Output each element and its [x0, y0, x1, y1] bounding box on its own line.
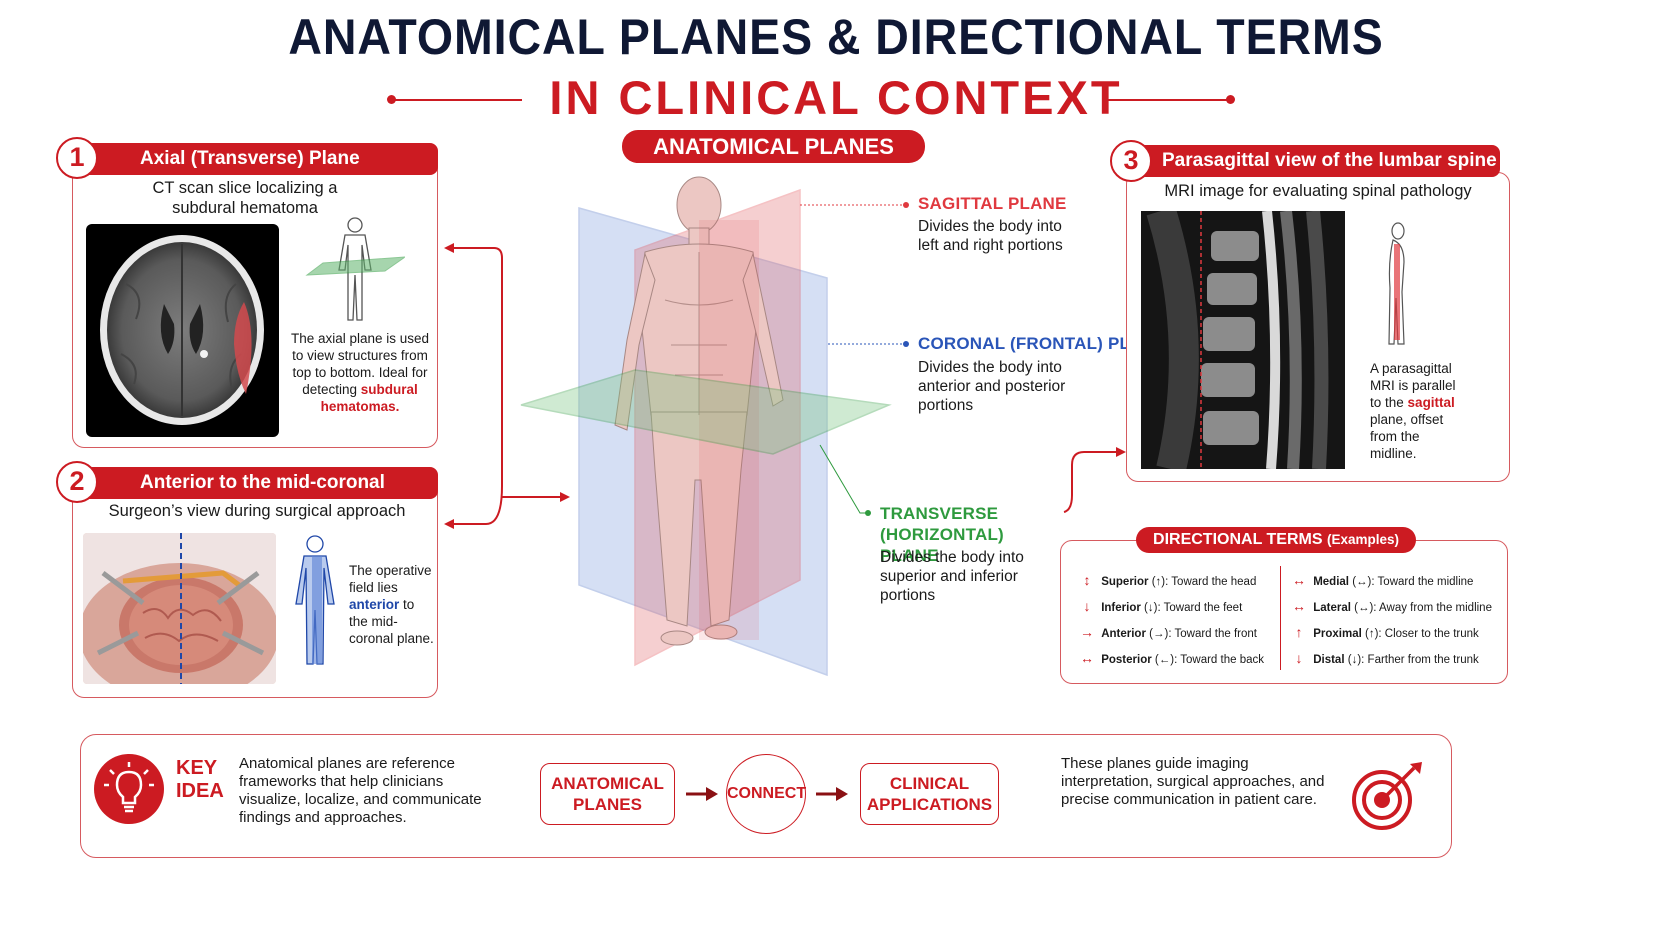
dir-distal: ↓ Distal (↓): Farther from the trunk [1295, 650, 1479, 666]
flow-connect: CONNECT [726, 754, 806, 834]
coronal-plane-desc: Divides the body into anterior and poste… [918, 359, 1066, 414]
coronal-plane-title: CORONAL (FRONTAL) PLANE [918, 334, 1167, 353]
panel-axial-note: The axial plane is used to view structur… [290, 330, 430, 415]
panel-parasagittal-note-before: A parasagittal MRI is parallel to the [1370, 361, 1456, 410]
sagittal-plane-desc: Divides the body into left and right por… [918, 218, 1063, 254]
dir-inferior: ↓ Inferior (↓): Toward the feet [1083, 598, 1243, 614]
key-idea-label-line2: IDEA [176, 780, 224, 802]
flow-clinical-applications: CLINICAL APPLICATIONS [860, 763, 999, 825]
flow-arrow-2 [816, 787, 848, 801]
title-left-dot [387, 95, 396, 104]
panel-anterior-number: 2 [56, 461, 98, 503]
directional-terms-title: DIRECTIONAL TERMS [1153, 531, 1323, 548]
directional-terms-box [1060, 540, 1508, 684]
side-figure-icon [1378, 222, 1418, 352]
panel-anterior-note-highlight: anterior [349, 597, 400, 612]
panel-axial-subtitle: CT scan slice localizing a subdural hema… [152, 179, 338, 217]
title-right-rule [1105, 99, 1230, 101]
panel-anterior-heading: Anterior to the mid-coronal plane [80, 467, 438, 525]
dir-posterior: ↔ Posterior (←): Toward the back [1080, 650, 1265, 666]
panel-parasagittal-note: A parasagittal MRI is parallel to the sa… [1370, 360, 1465, 462]
transverse-plane-title: TRANSVERSE (HORIZONTAL) PLANE [880, 504, 1004, 565]
panel-anterior-subtitle: Surgeon’s view during surgical approach [108, 502, 406, 520]
title-right-dot [1226, 95, 1235, 104]
panel-parasagittal-note-highlight: sagittal [1407, 395, 1455, 410]
flow-anatomical-planes: ANATOMICAL PLANES [540, 763, 675, 825]
directional-terms-suffix: (Examples) [1326, 532, 1399, 547]
transverse-plane-desc: Divides the body into superior and infer… [880, 549, 1024, 604]
dir-medial: ↔ Medial (↔): Toward the midline [1292, 572, 1474, 588]
key-idea-closing: These planes guide imaging interpretatio… [1061, 755, 1325, 808]
directional-divider [1280, 566, 1281, 670]
planes-figure [520, 176, 892, 677]
key-idea-label: KEY IDEA [176, 757, 224, 803]
human-figure-icon [305, 215, 407, 325]
panel-axial-heading: Axial (Transverse) Plane [80, 143, 438, 175]
lightbulb-icon [94, 754, 164, 824]
directional-terms-heading: DIRECTIONAL TERMS (Examples) [1136, 527, 1416, 553]
dir-lateral: ↔ Lateral (↔): Away from the midline [1292, 598, 1492, 614]
key-idea-label-line1: KEY [176, 757, 218, 779]
panel-axial-note-text: The axial plane is used to view structur… [290, 331, 430, 397]
panel-anterior-note: The operative field lies anterior to the… [349, 562, 434, 647]
surgery-image [83, 533, 276, 684]
panel-axial-note-highlight: subdural hematomas. [320, 382, 418, 414]
panel-parasagittal-number: 3 [1110, 140, 1152, 182]
main-title: ANATOMICAL PLANES & DIRECTIONAL TERMS [288, 9, 1384, 65]
ct-scan-image [86, 224, 279, 437]
panel-parasagittal-heading: Parasagittal view of the lumbar spine [1134, 145, 1500, 177]
coronal-figure-icon [290, 532, 340, 672]
title-left-rule [392, 99, 522, 101]
panel-anterior-note-after: to the mid-coronal plane. [349, 597, 434, 646]
mri-image [1141, 211, 1345, 469]
transverse-plane [520, 369, 892, 455]
target-icon [1350, 760, 1426, 832]
panel-anterior-note-before: The operative field lies [349, 563, 432, 595]
flow-arrow-1 [686, 787, 718, 801]
panel-axial-number: 1 [56, 137, 98, 179]
subtitle-title: IN CLINICAL CONTEXT [549, 71, 1123, 124]
panel-parasagittal-subtitle: MRI image for evaluating spinal patholog… [1164, 182, 1472, 200]
dir-superior: ↕ Superior (↑): Toward the head [1083, 572, 1257, 588]
sagittal-plane-title: SAGITTAL PLANE [918, 194, 1067, 213]
right-connector-arrow [1063, 447, 1126, 513]
key-idea-text: Anatomical planes are reference framewor… [239, 755, 482, 826]
dir-anterior: → Anterior (→): Toward the front [1080, 624, 1257, 640]
dir-proximal: ↑ Proximal (↑): Closer to the trunk [1295, 624, 1479, 640]
plane-leader-lines [800, 202, 909, 516]
left-connector-arrows [444, 243, 570, 529]
anatomical-planes-badge: ANATOMICAL PLANES [622, 130, 925, 163]
panel-parasagittal-note-after: plane, offset from the midline. [1370, 412, 1444, 461]
